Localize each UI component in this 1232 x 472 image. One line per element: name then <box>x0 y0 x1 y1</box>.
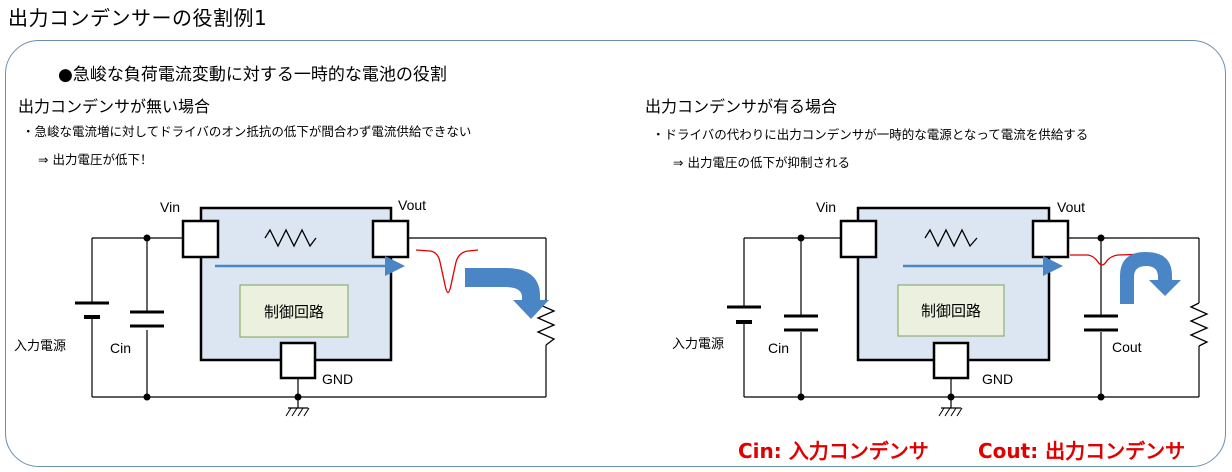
vout-waveform <box>415 249 479 294</box>
input-power-label: 入力電源 <box>14 338 66 353</box>
control-block <box>239 284 349 338</box>
vin-pin <box>839 219 878 259</box>
vout-label: Vout <box>1057 199 1085 215</box>
left-subtitle: 出力コンデンサが無い場合 <box>18 97 211 116</box>
load-current-arrow <box>465 268 549 319</box>
on-resistor <box>924 228 978 248</box>
cout-label: Cout <box>1112 339 1142 355</box>
right-bullet: ・ドライバの代わりに出力コンデンサが一時的な電源となって電流を供給する <box>652 127 1089 142</box>
vin-label: Vin <box>160 199 180 215</box>
vout-pin <box>371 219 410 259</box>
gnd-pin <box>932 341 970 380</box>
vout-waveform <box>1070 253 1151 266</box>
circuit-without-cout: 制御回路 Vin Vout GND Cin 入力電源 <box>14 197 556 417</box>
ic-body <box>856 206 1051 362</box>
legend-cin: Cin: 入力コンデンサ <box>738 439 929 463</box>
vout-pin <box>1031 219 1070 259</box>
right-subtitle: 出力コンデンサが有る場合 <box>645 97 838 116</box>
gnd-pin <box>279 341 317 380</box>
cin-label: Cin <box>110 340 131 356</box>
control-label: 制御回路 <box>921 303 981 320</box>
vin-label: Vin <box>816 199 836 215</box>
load-resistor <box>1189 302 1209 347</box>
gnd-label: GND <box>982 371 1013 387</box>
circuit-with-cout: 制御回路 Vin Vout GND Cin Cout 入力電源 <box>672 199 1209 417</box>
headline: ●急峻な負荷電流変動に対する一時的な電池の役割 <box>58 65 447 85</box>
page-title: 出力コンデンサーの役割例1 <box>8 6 268 30</box>
left-bullet: ・急峻な電流増に対してドライバのオン抵抗の低下が間合わず電流供給できない <box>22 124 472 139</box>
input-power-label: 入力電源 <box>672 336 724 351</box>
vin-pin <box>181 219 220 259</box>
vout-label: Vout <box>398 197 426 213</box>
left-result: ⇒ 出力電圧が低下！ <box>38 152 153 167</box>
gnd-label: GND <box>322 371 353 387</box>
cout-current-arrow <box>1120 252 1181 304</box>
control-label: 制御回路 <box>264 304 324 321</box>
control-block <box>897 284 1005 337</box>
on-resistor <box>264 228 317 248</box>
cin-label: Cin <box>768 340 789 356</box>
right-result: ⇒ 出力電圧の低下が抑制される <box>673 155 850 170</box>
legend-cout: Cout: 出力コンデンサ <box>978 439 1186 463</box>
